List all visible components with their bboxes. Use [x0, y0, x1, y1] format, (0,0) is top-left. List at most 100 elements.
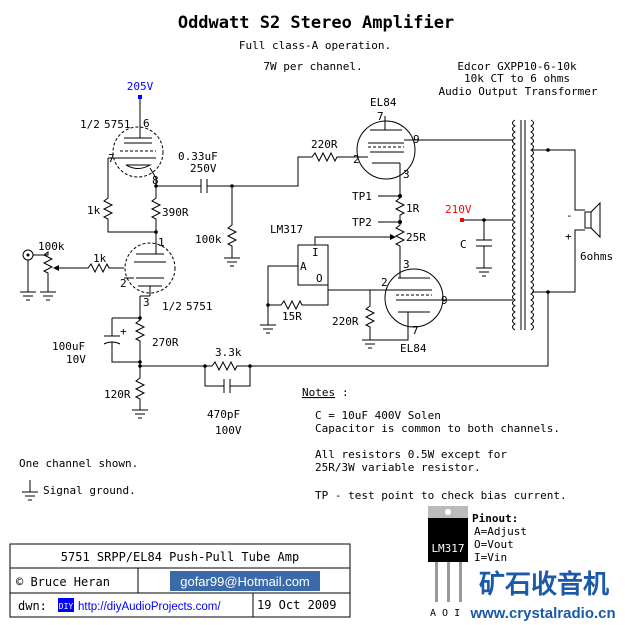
- note-line: Capacitor is common to both channels.: [315, 422, 560, 435]
- label-220r-grid: 220R: [332, 315, 359, 328]
- tube-el84-upper: [356, 116, 513, 180]
- label-15r: 15R: [282, 310, 302, 323]
- feedback-network: [140, 292, 549, 393]
- label-lm317: LM317: [270, 223, 303, 236]
- drawing-date: 19 Oct 2009: [257, 598, 336, 612]
- pin-label: 3: [143, 296, 150, 309]
- pot-wiper-wire: [314, 236, 392, 245]
- transformer-spec: 10k CT to 6 ohms: [464, 72, 570, 85]
- pinout-heading: Pinout:: [472, 512, 518, 525]
- pin-label: 9: [413, 133, 420, 146]
- project-name: 5751 SRPP/EL84 Push-Pull Tube Amp: [61, 550, 299, 564]
- node: [154, 230, 158, 234]
- node-205v: [138, 95, 142, 99]
- node: [482, 218, 486, 222]
- pin-label: 3: [403, 168, 410, 181]
- lm317-leg-labels: A O I: [430, 608, 460, 619]
- label-25r: 25R: [406, 231, 426, 244]
- speaker-icon: [574, 165, 601, 239]
- capacitor-c: [464, 219, 513, 277]
- pinout-adjust: A=Adjust: [474, 525, 527, 538]
- lm317-chip-label: LM317: [431, 542, 464, 555]
- resistor-220r-grid: [362, 289, 409, 349]
- notes-heading: Notes: [302, 386, 335, 399]
- resistor-15r: [260, 265, 329, 334]
- test-point-2: [398, 220, 402, 224]
- label-270r: 270R: [152, 336, 179, 349]
- label-220r: 220R: [311, 138, 338, 151]
- pin-label: A: [300, 260, 307, 273]
- diy-logo-text: DIY: [59, 602, 74, 611]
- label-100uf: 100uF: [52, 340, 85, 353]
- pin-label: 7: [412, 324, 419, 337]
- label-1k: 1k: [87, 204, 101, 217]
- label-el84-lower: EL84: [400, 342, 427, 355]
- node: [266, 303, 270, 307]
- email-link[interactable]: gofar99@Hotmail.com: [180, 574, 310, 589]
- label-3-3k: 3.3k: [215, 346, 242, 359]
- note-line: 25R/3W variable resistor.: [315, 461, 481, 474]
- ground-icon: [22, 480, 38, 501]
- node: [138, 316, 142, 320]
- pin-label: 8: [152, 174, 159, 187]
- wire: [327, 289, 388, 305]
- label-470pf: 470pF: [207, 408, 240, 421]
- label-10v: 10V: [66, 353, 86, 366]
- label-5751-upper: 5751: [104, 118, 131, 131]
- test-point-1: [398, 194, 402, 198]
- watermark-logo: 矿石收音机: [479, 569, 609, 599]
- page-title: Oddwatt S2 Stereo Amplifier: [178, 13, 454, 33]
- node: [248, 364, 252, 368]
- voltage-210v: 210V: [445, 203, 472, 216]
- subtitle-power: 7W per channel.: [263, 60, 362, 73]
- pin-label: 1: [158, 236, 165, 249]
- volume-pot: [20, 251, 56, 301]
- node: [138, 360, 142, 364]
- coupling-wire: [156, 151, 360, 193]
- bias-resistors: [394, 180, 406, 270]
- pin-label: O: [316, 272, 323, 285]
- resistor-100k: [224, 186, 240, 267]
- label-100k: 100k: [195, 233, 222, 246]
- website-link[interactable]: http://diyAudioProjects.com/: [78, 601, 221, 613]
- label-120r: 120R: [104, 388, 131, 401]
- note-line: TP - test point to check bias current.: [315, 489, 567, 502]
- resistor-1k: [102, 158, 156, 233]
- pinout-vout: O=Vout: [474, 538, 514, 551]
- lm317-package-icon: [428, 506, 468, 602]
- notes-colon: :: [342, 386, 349, 399]
- cap-plus: +: [120, 325, 127, 338]
- subtitle-class-a: Full class-A operation.: [239, 39, 391, 52]
- tube-el84-lower: [384, 268, 513, 330]
- label-5751-lower: 5751: [186, 300, 213, 313]
- pin-label: I: [312, 246, 319, 259]
- label-390r: 390R: [162, 206, 189, 219]
- speaker-plus: +: [565, 230, 572, 243]
- transformer-model: Edcor GXPP10-6-10k: [457, 60, 577, 73]
- transformer-desc: Audio Output Transformer: [439, 85, 598, 98]
- label-100v: 100V: [215, 424, 242, 437]
- pin-label: 2: [353, 153, 360, 166]
- title-block: [9, 543, 351, 618]
- node: [203, 364, 207, 368]
- label-half: 1/2: [162, 300, 182, 313]
- label-250v: 250V: [190, 162, 217, 175]
- label-6ohms: 6ohms: [580, 250, 613, 263]
- pin-label: 2: [120, 277, 127, 290]
- input-jack-center: [26, 253, 30, 257]
- drawn-label: dwn:: [18, 599, 47, 613]
- test-point-wires: [378, 195, 400, 223]
- label-pot-100k: 100k: [38, 240, 65, 253]
- speaker-minus: -: [566, 209, 573, 222]
- legend-channel: One channel shown.: [19, 457, 138, 470]
- pin-label: 7: [377, 110, 384, 123]
- cathode-resistors: [132, 296, 148, 419]
- pin-label: 9: [441, 294, 448, 307]
- email-badge: [170, 571, 320, 591]
- resistor-390r: [150, 186, 162, 246]
- legend-ground: Signal ground.: [43, 484, 136, 497]
- author: © Bruce Heran: [16, 575, 110, 589]
- tube-5751-lower: [124, 242, 176, 296]
